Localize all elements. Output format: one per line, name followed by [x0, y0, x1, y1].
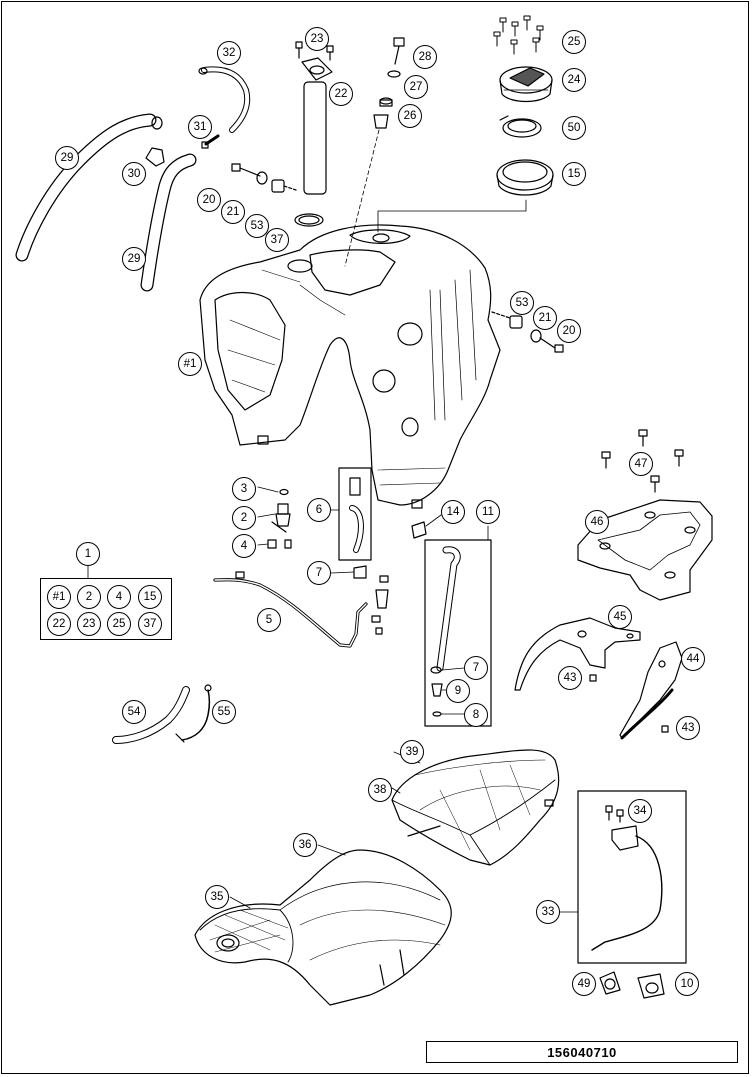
kit-item: #1	[47, 585, 71, 609]
rack-screws	[601, 429, 684, 493]
filler-ring	[377, 159, 554, 233]
callout-43: 43	[558, 666, 582, 690]
callout-53: 53	[245, 214, 269, 238]
callout-38: 38	[368, 778, 392, 802]
callout-2: 2	[232, 506, 256, 530]
callout-5: 5	[257, 608, 281, 632]
callout-7: 7	[307, 561, 331, 585]
leader-lines	[87, 486, 579, 913]
kit-contents-box: #1 2 4 15 22 23 25 37	[40, 578, 172, 640]
screw-43a	[589, 674, 597, 682]
callout-29: 29	[55, 146, 79, 170]
callout-37: 37	[265, 228, 289, 252]
callout-36: 36	[293, 833, 317, 857]
kit-item: 23	[77, 612, 101, 636]
kit-item: 22	[47, 612, 71, 636]
callout-9: 9	[446, 679, 470, 703]
hose-set-11	[424, 539, 492, 727]
callout-30: 30	[122, 162, 146, 186]
callout-11: 11	[476, 500, 500, 524]
callout-55: 55	[212, 700, 236, 724]
callout-29: 29	[122, 247, 146, 271]
callout-45: 45	[608, 605, 632, 629]
fuel-connector	[353, 565, 389, 635]
callout-33: 33	[536, 900, 560, 924]
luggage-rack	[577, 499, 713, 601]
callout-8: 8	[464, 703, 488, 727]
kit-item: 15	[138, 585, 162, 609]
callout-43: 43	[676, 716, 700, 740]
callout-20: 20	[557, 319, 581, 343]
fuel-tank	[199, 224, 501, 509]
kit-item: 4	[107, 585, 131, 609]
hose-clip	[145, 147, 165, 167]
callout-26: 26	[398, 104, 422, 128]
callout-1: 1	[76, 542, 100, 566]
hose-54	[112, 686, 190, 744]
callout-50: 50	[562, 116, 586, 140]
grab-handle-left	[514, 617, 641, 691]
callout-7: 7	[464, 656, 488, 680]
vent-hose	[198, 66, 251, 133]
callout-28: 28	[413, 45, 437, 69]
callout-tank: #1	[178, 352, 202, 376]
drain-hose-long	[15, 113, 163, 262]
callout-27: 27	[404, 75, 428, 99]
callout-4: 4	[232, 534, 256, 558]
callout-44: 44	[681, 647, 705, 671]
mount-set-right	[491, 311, 564, 353]
callout-3: 3	[232, 477, 256, 501]
callout-32: 32	[217, 41, 241, 65]
front-seat	[194, 849, 452, 1006]
mount-set-left	[231, 163, 297, 193]
ignition-lock-parts	[599, 971, 665, 999]
callout-21: 21	[533, 306, 557, 330]
screw-43b	[661, 725, 669, 733]
callout-14: 14	[441, 500, 465, 524]
kit-item: 2	[77, 585, 101, 609]
drain-valve	[267, 488, 292, 549]
hose-set-6	[338, 467, 372, 561]
callout-47: 47	[629, 452, 653, 476]
callout-22: 22	[329, 82, 353, 106]
bolt-31	[201, 134, 220, 149]
vent-valve-rod	[344, 37, 405, 267]
rear-seat	[391, 749, 560, 866]
filler-cap	[499, 66, 553, 103]
callout-20: 20	[197, 188, 221, 212]
seat-lock-kit	[577, 790, 687, 964]
document-number: 156040710	[426, 1041, 738, 1063]
callout-21: 21	[221, 200, 245, 224]
callout-24: 24	[562, 68, 586, 92]
drain-hose-short	[140, 153, 197, 292]
callout-6: 6	[307, 498, 331, 522]
cap-screws	[493, 15, 544, 55]
callout-31: 31	[188, 115, 212, 139]
connector-14	[411, 521, 427, 539]
fuel-line-5	[213, 571, 368, 648]
callout-23: 23	[305, 27, 329, 51]
callout-15: 15	[562, 162, 586, 186]
callout-39: 39	[400, 740, 424, 764]
callout-10: 10	[675, 972, 699, 996]
callout-49: 49	[572, 972, 596, 996]
fuel-pump-pipe	[294, 41, 334, 227]
callout-53: 53	[510, 291, 534, 315]
grab-handle-right	[619, 641, 683, 740]
callout-54: 54	[122, 700, 146, 724]
kit-item: 37	[138, 612, 162, 636]
callout-25: 25	[562, 30, 586, 54]
callout-35: 35	[205, 885, 229, 909]
cap-gasket	[499, 115, 542, 138]
callout-34: 34	[628, 799, 652, 823]
callout-46: 46	[585, 510, 609, 534]
kit-item: 25	[107, 612, 131, 636]
wire-55	[175, 684, 212, 743]
